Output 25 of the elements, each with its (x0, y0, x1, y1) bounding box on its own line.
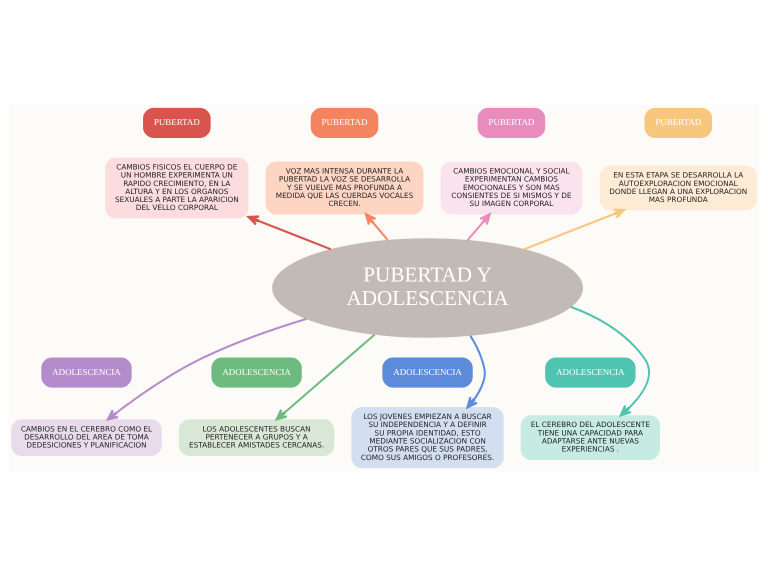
node-box: VOZ MAS INTENSA DURANTE LA PUBERTAD LA VOZ SE DESARROLLA Y SE VUELVE MAS PROFUNDA A MEDIDA QUE LAS CUERDAS VOCALES CRECEN. (266, 162, 424, 214)
node-box: ADOLESCENCIA (545, 357, 636, 388)
node-box: ADOLESCENCIA (41, 357, 132, 388)
node-box: PUBERTAD (143, 108, 211, 138)
node-box: EN ESTA ETAPA SE DESARROLLA LA AUTOEXPLORACION EMOCIONAL DONDE LLEGAN A UNA EXPLORACION MAS PROFUNDA (600, 166, 757, 210)
node-ellipse: PUBERTAD Y ADOLESCENCIA (272, 238, 583, 338)
arrow (524, 208, 626, 250)
node-box: PUBERTAD (644, 108, 712, 138)
arrow (364, 213, 388, 240)
node-box: CAMBIOS EMOCIONAL Y SOCIAL EXPERIMENTAN CAMBIOS EMOCIONALES Y SON MAS CONSIENTES DE SI MISMOS Y DE SU IMAGEN CORPORAL (440, 162, 582, 214)
node-box: PUBERTAD (310, 108, 378, 138)
arrow (570, 306, 650, 416)
arrow (106, 318, 307, 421)
arrow (466, 213, 491, 241)
node-box: LOS ADOLESCENTES BUSCAN PERTENECER A GRUPOS Y A ESTABLECER AMISTADES CERCANAS. (178, 419, 334, 456)
arrow (466, 335, 486, 408)
arrow (276, 334, 376, 421)
node-box: ADOLESCENCIA (211, 357, 302, 388)
node-box: ADOLESCENCIA (382, 357, 473, 388)
node-box: EL CEREBRO DEL ADOLESCENTE TIENE UNA CAPACIDAD PARA ADAPTARSE ANTE NUEVAS EXPERIENCIAS . (520, 415, 660, 460)
node-box: CAMBIOS FISICOS EL CUERPO DE UN HOMBRE EXPERIMENTA UN RAPIDO CRECIMIENTO, EN LA ALTURA Y EN LOS ORGANOS SEXUALES A PARTE LA APARICION DEL VELLO CORPORAL (105, 158, 248, 219)
node-box: CAMBIOS EN EL CEREBRO COMO EL DESARROLLO DEL AREA DE TOMA DEDESICIONES Y PLANIFICACION (11, 419, 162, 456)
node-box: PUBERTAD (478, 108, 546, 138)
arrow (247, 215, 332, 250)
node-box: LOS JOVENES EMPIEZAN A BUSCAR SU INDEPENDENCIA Y A DEFINIR SU PROPIA IDENTIDAD, ESTO MEDIANTE SOCIALIZACION CON OTROS PARES QUE SUS PADRES, COMO SUS AMIGOS O PROFESORES. (351, 407, 504, 468)
